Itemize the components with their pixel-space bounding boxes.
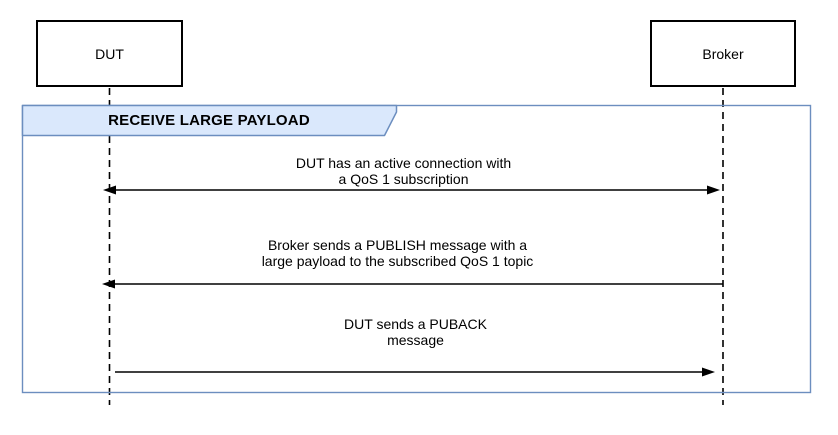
actor-box-broker: Broker xyxy=(650,20,796,87)
frame-title-tab xyxy=(21,104,398,137)
arrowhead-left xyxy=(103,185,116,195)
message-label-publish: Broker sends a PUBLISH message with a la… xyxy=(261,237,534,269)
arrow-puback xyxy=(115,367,715,377)
actor-label-dut: DUT xyxy=(95,45,124,62)
frame-border xyxy=(21,104,812,394)
message-label-puback: DUT sends a PUBACK message xyxy=(344,316,487,348)
frame-title-label: RECEIVE LARGE PAYLOAD xyxy=(108,112,310,129)
actor-label-broker: Broker xyxy=(702,45,744,62)
arrowhead-right xyxy=(707,185,720,195)
arrowhead-left xyxy=(102,279,115,289)
actor-box-dut: DUT xyxy=(36,20,183,87)
arrow-active-connection xyxy=(103,185,720,195)
arrow-publish xyxy=(102,279,723,289)
message-label-active-connection: DUT has an active connection with a QoS … xyxy=(295,155,512,187)
arrowhead-right xyxy=(702,367,715,377)
